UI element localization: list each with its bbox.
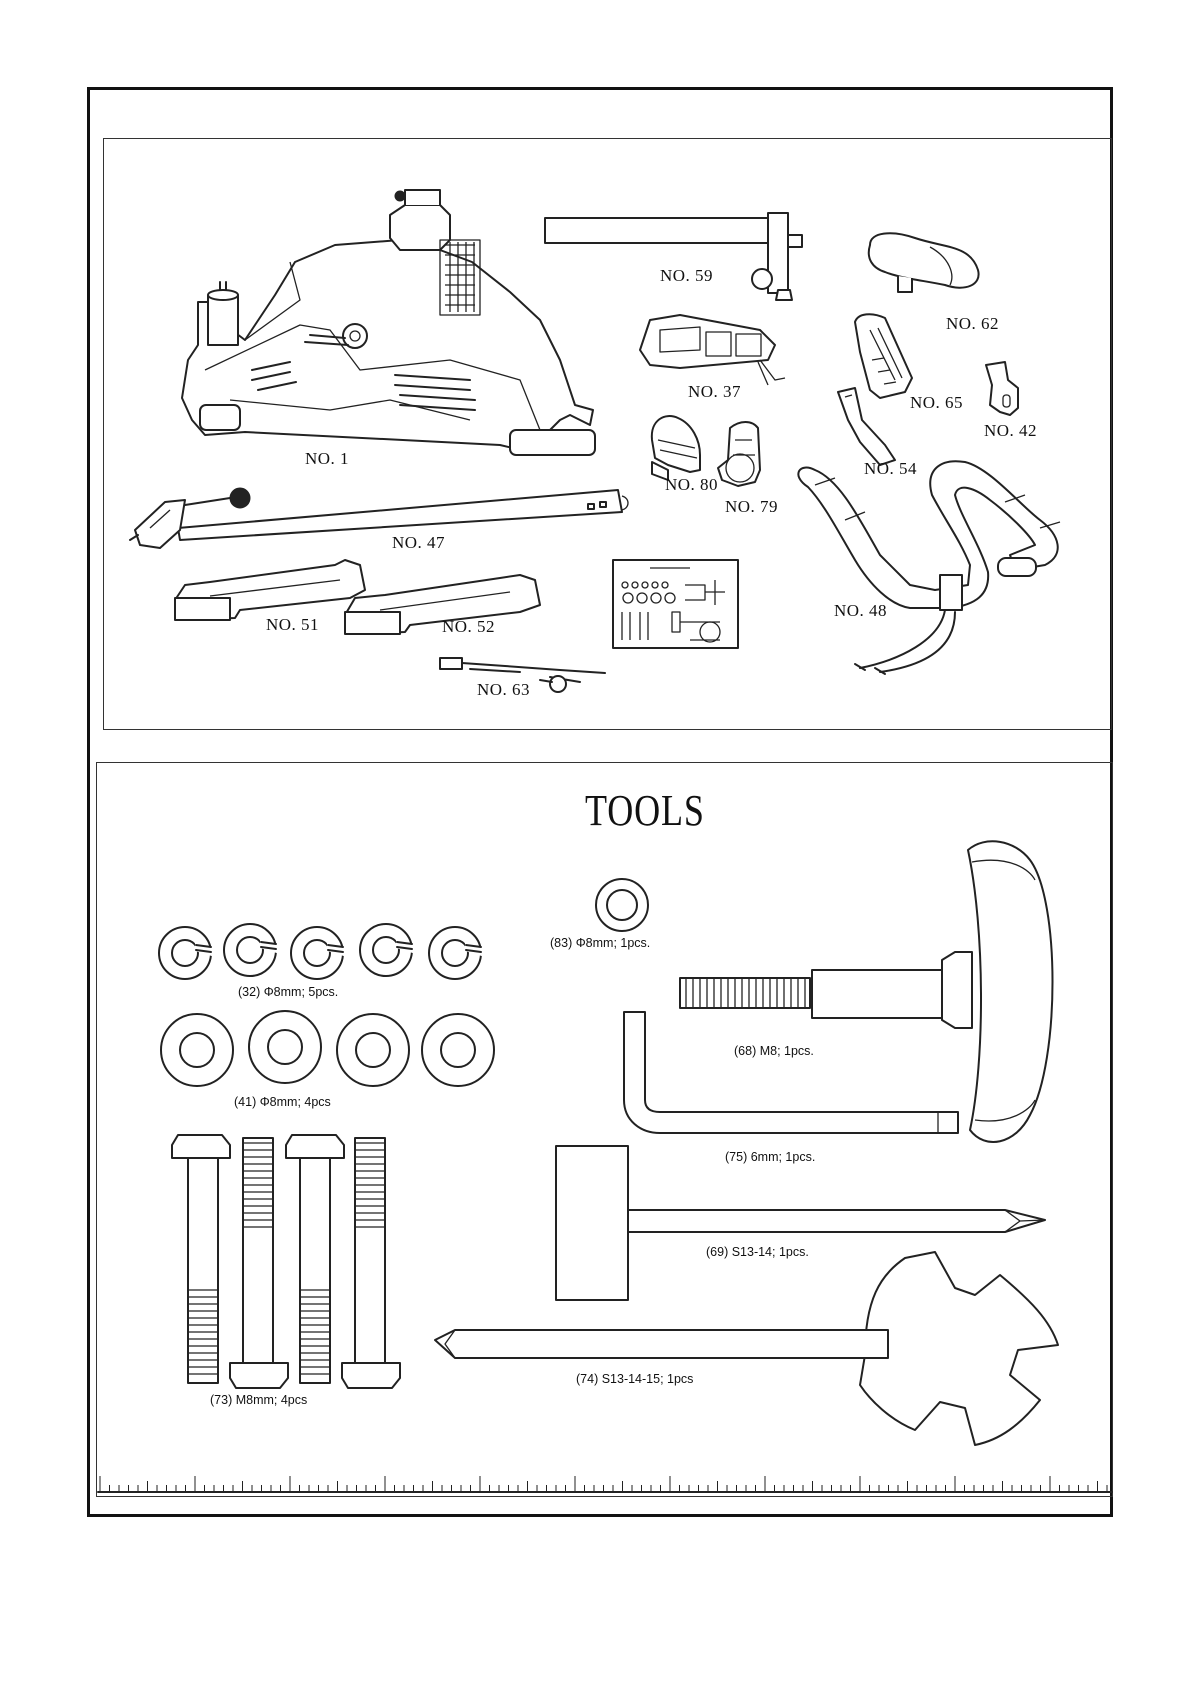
part-label-no42: NO. 42 <box>984 421 1037 441</box>
pedal-strap-icon <box>718 422 760 486</box>
front-stabilizer-tube-icon <box>130 488 628 548</box>
knob-bolt-icon <box>680 841 1053 1142</box>
handlebar-icon <box>798 461 1060 674</box>
part-label-no59: NO. 59 <box>660 266 713 286</box>
part-label-no1: NO. 1 <box>305 449 349 469</box>
part-label-no62: NO. 62 <box>946 314 999 334</box>
screwdriver-wrench-icon <box>556 1146 1045 1300</box>
tool-caption-73: (73) M8mm; 4pcs <box>210 1393 307 1407</box>
saddle-icon <box>869 233 979 292</box>
allen-key-icon <box>624 1012 958 1133</box>
part-label-no51: NO. 51 <box>266 615 319 635</box>
pedal-icon <box>652 416 700 480</box>
multi-wrench-icon <box>435 1252 1058 1445</box>
part-label-no48: NO. 48 <box>834 601 887 621</box>
tool-caption-74: (74) S13-14-15; 1pcs <box>576 1372 693 1386</box>
console-icon <box>640 315 785 385</box>
clamp-icon <box>986 362 1018 415</box>
tools-title: TOOLS <box>585 785 705 836</box>
spring-washer-icon <box>159 924 485 979</box>
seat-slider-icon <box>855 314 912 398</box>
part-label-no80: NO. 80 <box>665 475 718 495</box>
part-label-no54: NO. 54 <box>864 459 917 479</box>
slide-rail-icon <box>838 388 895 465</box>
tool-caption-83: (83) Φ8mm; 1pcs. <box>550 936 650 950</box>
seat-post-icon <box>545 213 802 300</box>
part-label-no47: NO. 47 <box>392 533 445 553</box>
ruler-icon <box>98 1476 1112 1492</box>
part-label-no52: NO. 52 <box>442 617 495 637</box>
part-label-no63: NO. 63 <box>477 680 530 700</box>
tool-caption-75: (75) 6mm; 1pcs. <box>725 1150 815 1164</box>
tool-caption-68: (68) M8; 1pcs. <box>734 1044 814 1058</box>
part-label-no37: NO. 37 <box>688 382 741 402</box>
tool-caption-69: (69) S13-14; 1pcs. <box>706 1245 809 1259</box>
exercise-bike-frame-icon <box>182 190 595 455</box>
hardware-card-icon <box>613 560 738 648</box>
part-label-no65: NO. 65 <box>910 393 963 413</box>
flat-washer-icon <box>161 1011 494 1086</box>
part-label-no79: NO. 79 <box>725 497 778 517</box>
tool-caption-41: (41) Φ8mm; 4pcs <box>234 1095 331 1109</box>
front-stabilizer-foot-icon <box>175 560 365 620</box>
flat-washer-icon <box>596 879 648 931</box>
tool-caption-32: (32) Φ8mm; 5pcs. <box>238 985 338 999</box>
hex-bolt-icon <box>172 1135 400 1388</box>
